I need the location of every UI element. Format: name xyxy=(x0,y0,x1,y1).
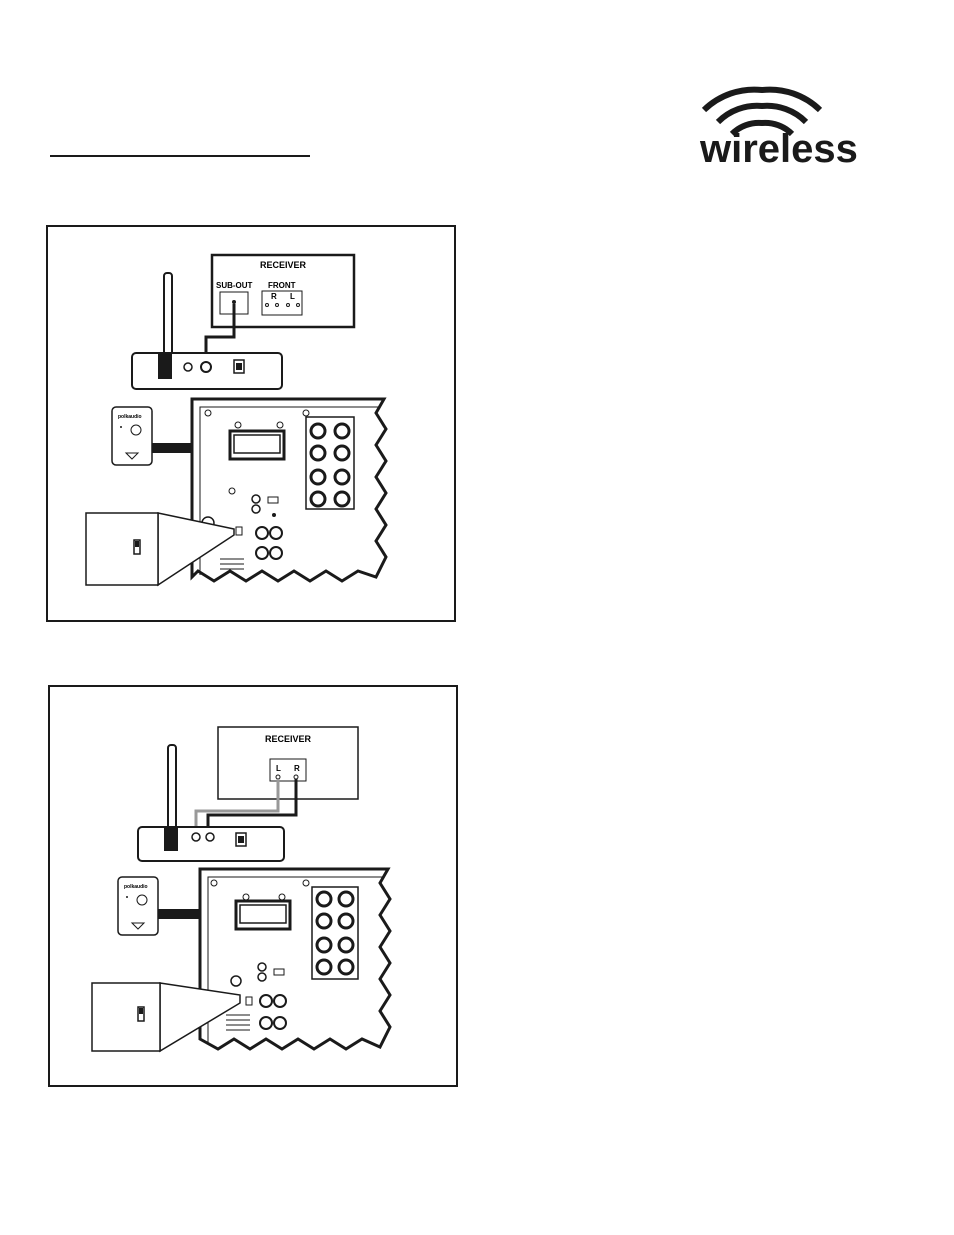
diagram-line-level-connection: RECEIVER L R polkaudio xyxy=(48,685,458,1087)
r-label: R xyxy=(294,764,300,773)
receiver-title: RECEIVER xyxy=(260,260,307,270)
heading-rule xyxy=(50,155,310,157)
front-r-label: R xyxy=(271,292,277,301)
subwoofer-back-panel xyxy=(192,399,386,581)
remote-control: polkaudio xyxy=(112,407,152,465)
receiver-title: RECEIVER xyxy=(265,734,312,744)
l-label: L xyxy=(276,764,281,773)
wireless-waves-icon: wireless xyxy=(692,80,867,175)
diagram-sub-out-connection: RECEIVER SUB-OUT FRONT R L xyxy=(46,225,456,622)
logo-text: wireless xyxy=(699,127,858,171)
remote-brand: polkaudio xyxy=(118,414,142,420)
subwoofer-back-panel xyxy=(200,869,390,1049)
remote-control: polkaudio xyxy=(118,877,158,935)
front-label: FRONT xyxy=(268,281,296,290)
remote-brand: polkaudio xyxy=(124,884,148,890)
receiver-box: RECEIVER L R xyxy=(218,727,358,799)
front-l-label: L xyxy=(290,292,295,301)
sub-out-label: SUB-OUT xyxy=(216,281,253,290)
wireless-logo: wireless xyxy=(692,80,867,175)
